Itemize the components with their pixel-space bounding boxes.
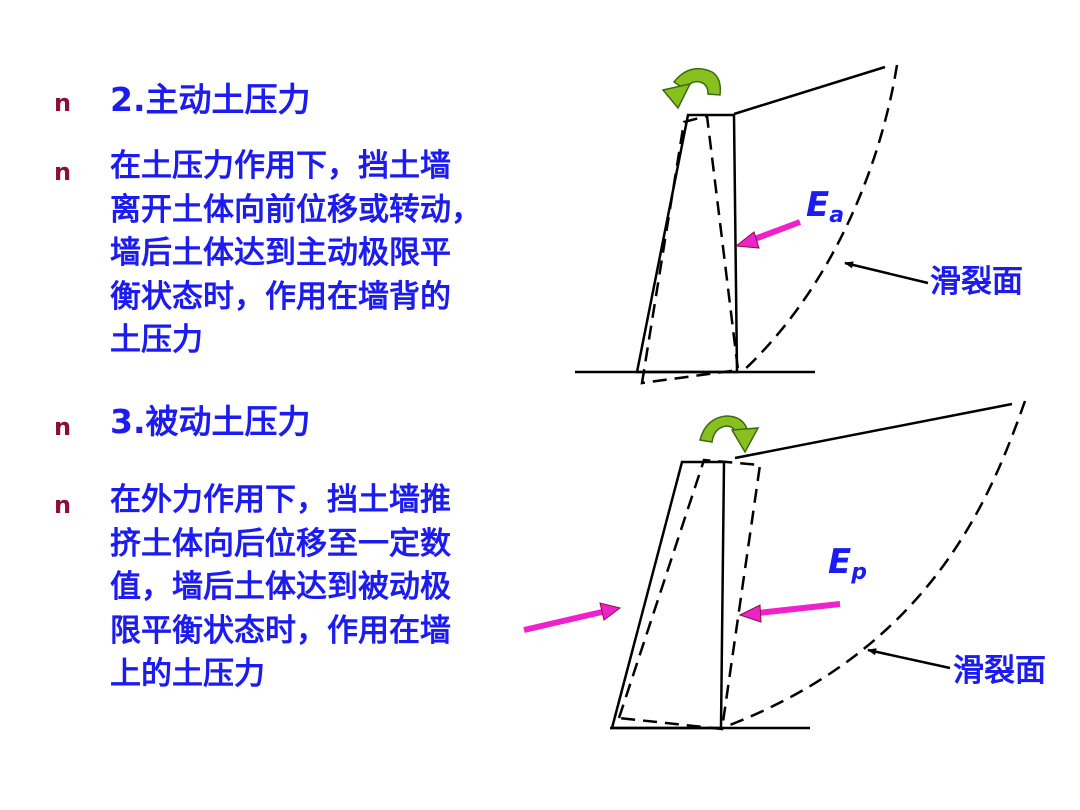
active-force-symbol: E xyxy=(806,185,830,225)
active-backfill-surface xyxy=(733,65,886,116)
active-description-line: 离开土体向前位移或转动， xyxy=(110,191,482,228)
passive-slip-label: 滑裂面 xyxy=(953,653,1046,689)
passive-slip-pointer xyxy=(867,648,951,670)
active-wall-displaced xyxy=(640,114,740,385)
active-force-subscript: a xyxy=(829,203,845,228)
passive-diagram xyxy=(523,400,1027,731)
active-description: 在土压力作用下，挡土墙 离开土体向前位移或转动， 墙后土体达到主动极限平 衡状态… xyxy=(110,145,482,363)
passive-description-line: 在外力作用下，挡土墙推 xyxy=(110,482,451,518)
bullet-passive-heading: n xyxy=(54,413,72,441)
active-description-line: 土压力 xyxy=(110,322,203,358)
passive-force-symbol: E xyxy=(828,542,852,582)
active-force-label: Ea xyxy=(806,188,844,227)
external-push-arrow xyxy=(523,602,622,633)
active-rotation-arrow-icon xyxy=(661,67,722,110)
passive-description-line: 挤土体向后位移至一定数 xyxy=(110,525,451,562)
passive-force-subscript: p xyxy=(851,560,867,585)
passive-backfill-surface xyxy=(734,402,1013,460)
passive-force-label: Ep xyxy=(828,545,867,584)
passive-wall-displaced xyxy=(617,458,762,731)
active-force-arrow xyxy=(734,219,802,249)
active-description-line: 在土压力作用下，挡土墙 xyxy=(110,148,451,184)
passive-description-line: 上的土压力 xyxy=(110,656,265,692)
active-diagram xyxy=(575,64,929,385)
passive-rotation-arrow-icon xyxy=(699,415,760,454)
passive-heading: 3.被动土压力 xyxy=(110,402,311,441)
passive-slip-surface xyxy=(721,400,1027,730)
active-description-line: 衡状态时，作用在墙背的 xyxy=(110,278,451,315)
bullet-active-heading: n xyxy=(54,89,72,117)
active-slip-label: 滑裂面 xyxy=(930,264,1023,300)
active-wall-original xyxy=(635,113,739,374)
bullet-passive-description: n xyxy=(54,491,72,519)
passive-force-arrow xyxy=(738,601,841,623)
bullet-active-description: n xyxy=(54,158,72,186)
passive-description-line: 值，墙后土体达到被动极 xyxy=(110,569,451,605)
passive-description-line: 限平衡状态时，作用在墙 xyxy=(110,612,451,649)
passive-description: 在外力作用下，挡土墙推 挤土体向后位移至一定数 值，墙后土体达到被动极 限平衡状… xyxy=(110,479,451,697)
active-slip-pointer xyxy=(844,261,929,285)
active-heading: 2.主动土压力 xyxy=(110,80,311,119)
active-description-line: 墙后土体达到主动极限平 xyxy=(110,235,451,271)
